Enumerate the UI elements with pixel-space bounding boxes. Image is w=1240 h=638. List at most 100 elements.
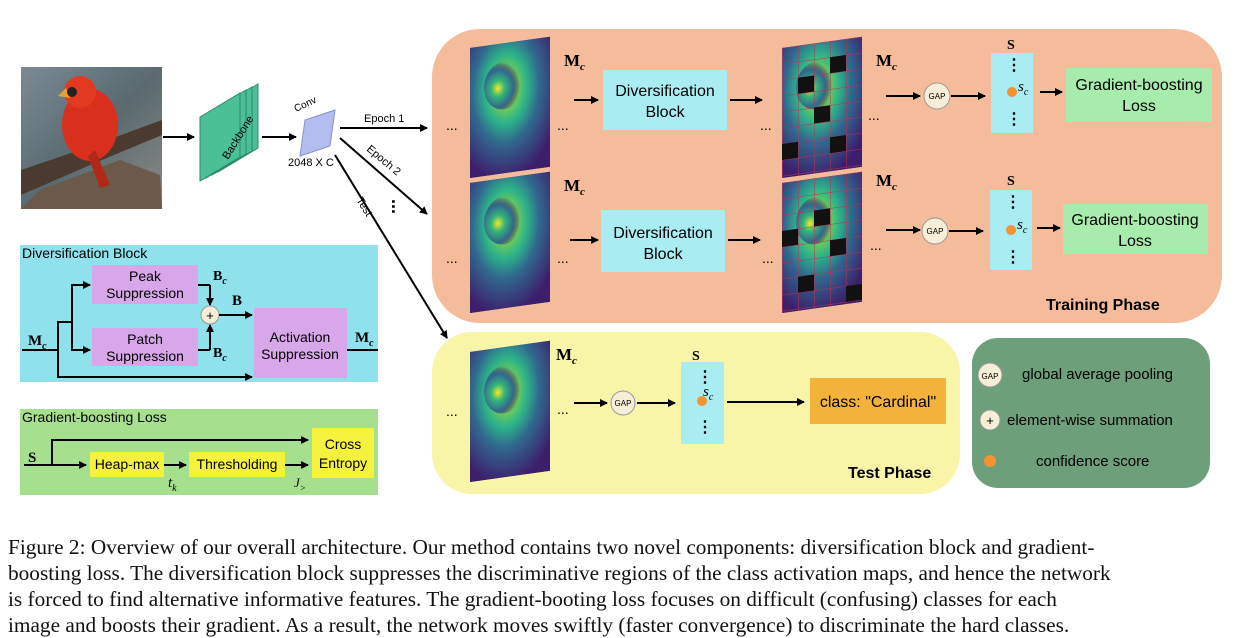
row1-gb-l2: Loss [1122,98,1156,115]
row1-dots-mid: ... [557,117,569,133]
row2-s-label: S [1007,174,1015,189]
row2-gb-l2: Loss [1118,233,1152,250]
architecture-figure: Backbone Conv 2048 X C Training Phase Te… [20,29,1222,495]
row2-suppressed-map [782,171,862,313]
div-panel-title: Diversification Block [22,245,148,261]
legend-gap-label: global average pooling [1022,366,1173,383]
test-vdots-bottom: ⋮ [697,419,713,436]
test-s-label: S [692,349,700,364]
legend-dot-label: confidence score [1036,453,1149,470]
legend-plus-icon: + [986,413,994,428]
peak-l2: Suppression [106,285,184,301]
legend-plus-label: element-wise summation [1007,412,1173,429]
epoch1-label: Epoch 1 [364,113,404,125]
row1-mc-label: Mc [564,51,585,73]
row2-mc-label: Mc [564,176,585,198]
row2-dots-mid: ... [557,250,569,266]
test-confidence-dot [697,396,707,406]
gb-s-label: S [28,450,36,466]
conv-label: Conv [293,95,319,115]
heapmax-label: Heap-max [95,456,160,472]
row2-activation-map [470,171,550,313]
row2-vdots-bottom: ⋮ [1005,249,1021,266]
sum-plus: + [206,308,214,323]
row1-mc-prime-label: Mc [876,51,897,73]
row1-dots-right: ... [760,117,772,133]
row2-vdots-top: ⋮ [1005,194,1021,211]
caption-line-2: boosting loss. The diversification block… [8,561,1111,585]
cardinal-image [21,67,162,209]
row1-vdots-top: ⋮ [1006,57,1022,74]
row2-confidence-dot [1006,225,1016,235]
tk-label: tk [168,475,177,494]
row1-div-l1: Diversification [615,83,715,100]
patch-l2: Suppression [106,348,184,364]
row2-div-l2: Block [643,246,683,263]
test-gap-icon [610,390,636,416]
test-phase-label: Test Phase [848,465,931,482]
div-mc-out: Mc [355,330,374,349]
row1-vdots-bottom: ⋮ [1006,111,1022,128]
training-phase-label: Training Phase [1046,297,1160,314]
epoch2-label: Epoch 2 [364,143,403,178]
test-dots-mid: ... [557,401,569,417]
j-label: J> [294,475,306,493]
cross-entropy-box [312,428,374,478]
test-gap-text: GAP [615,399,632,408]
heapmax-box [90,452,164,477]
caption-line-4: image and boosts their gradient. As a re… [8,613,1070,637]
b-prime-label: Bc [213,269,227,287]
patch-l1: Patch [127,331,163,347]
row2-gap-icon [921,217,949,245]
legend-panel [972,338,1210,488]
row2-dots-left: ... [446,250,458,266]
test-sc-label: sc [703,384,714,403]
row1-gb-l1: Gradient-boosting [1075,77,1202,94]
b-double-prime-label: Bc [213,346,227,364]
patch-suppression-box [92,328,198,366]
caption-line-3: is forced to find alternative informativ… [8,587,1057,611]
row2-mc-prime-label: Mc [876,171,897,193]
epoch-ellipsis: ... [388,199,408,214]
row1-div-l2: Block [645,104,685,121]
peak-l1: Peak [129,268,162,284]
row2-gb-l1: Gradient-boosting [1071,212,1198,229]
row1-s-label: S [1007,38,1015,53]
row2-gap-text: GAP [927,227,944,236]
cross-l2: Entropy [319,455,367,471]
row2-sc-label: sc [1017,217,1028,236]
peak-suppression-box [92,265,198,304]
row2-gb-loss-box [1063,204,1208,254]
row1-dots-left: ... [446,117,458,133]
legend-dot-icon [984,455,996,467]
act-l2: Suppression [261,346,339,362]
row1-gap-icon [923,82,951,110]
row1-dots-after: ... [868,107,880,123]
b-label: B [232,293,242,309]
row2-div-l1: Diversification [613,225,713,242]
row1-confidence-dot [1007,87,1017,97]
row2-diversification-block [601,210,725,272]
class-output-label: class: "Cardinal" [820,394,936,411]
figure-caption: Figure 2: Overview of our overall archit… [8,534,1236,638]
test-mc-label: Mc [556,345,577,367]
conv-layer [299,109,336,157]
row2-dots-right: ... [762,250,774,266]
gb-panel-title: Gradient-boosting Loss [22,409,167,425]
test-dots-left: ... [446,403,458,419]
backbone-stack: Backbone [199,83,259,182]
row1-gap-text: GAP [929,92,946,101]
class-output-box [810,378,946,424]
row1-activation-map [470,36,550,179]
cross-l1: Cross [325,436,362,452]
conv-dims: 2048 X C [288,157,334,169]
div-mc-in: Mc [28,333,47,352]
legend-gap-icon: GAP [982,372,999,381]
test-activation-map [470,340,550,482]
thresholding-label: Thresholding [197,456,278,472]
caption-line-1: Figure 2: Overview of our overall archit… [8,535,1095,559]
row1-diversification-block [603,70,727,130]
row1-sc-label: sc [1018,79,1029,98]
act-l1: Activation [270,329,331,345]
thresholding-box [189,452,285,477]
